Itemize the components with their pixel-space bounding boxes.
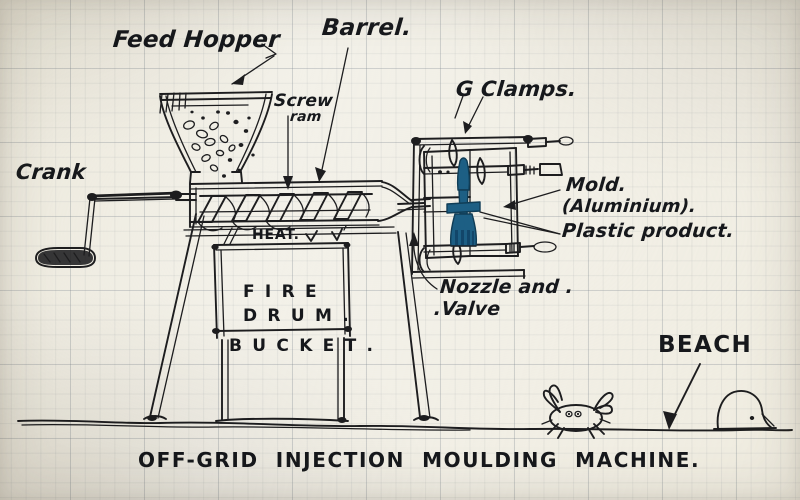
label-mold: Mold. [565, 174, 628, 196]
label-heat: HEAT. [252, 227, 300, 243]
label-fire-line2: D R U M . [243, 306, 351, 326]
mould-assembly [397, 135, 574, 279]
caption-title: OFF-GRID INJECTION MOULDING MACHINE. [138, 448, 701, 472]
fire-drum [211, 242, 352, 423]
feed-hopper [159, 91, 273, 184]
label-fire-line1: F I R E [243, 282, 319, 302]
label-mold-material: (Aluminium). [561, 196, 698, 217]
label-plastic-product: Plastic product. [561, 220, 736, 242]
label-nozzle-line2: .Valve [433, 298, 502, 320]
beach-rock [713, 390, 777, 430]
label-crank: Crank [14, 160, 87, 184]
label-feed-hopper: Feed Hopper [111, 27, 281, 53]
label-screw-ram-line2: ram [289, 109, 323, 125]
ground-line [17, 419, 793, 432]
plastic-product-fork [446, 157, 481, 247]
label-nozzle-line1: Nozzle and . [439, 276, 575, 298]
label-barrel: Barrel. [320, 15, 413, 41]
crank-assembly [35, 190, 197, 268]
label-clamps: G Clamps. [454, 77, 578, 101]
label-bucket: B U C K E T . [229, 336, 376, 356]
label-beach: BEACH [658, 332, 753, 358]
